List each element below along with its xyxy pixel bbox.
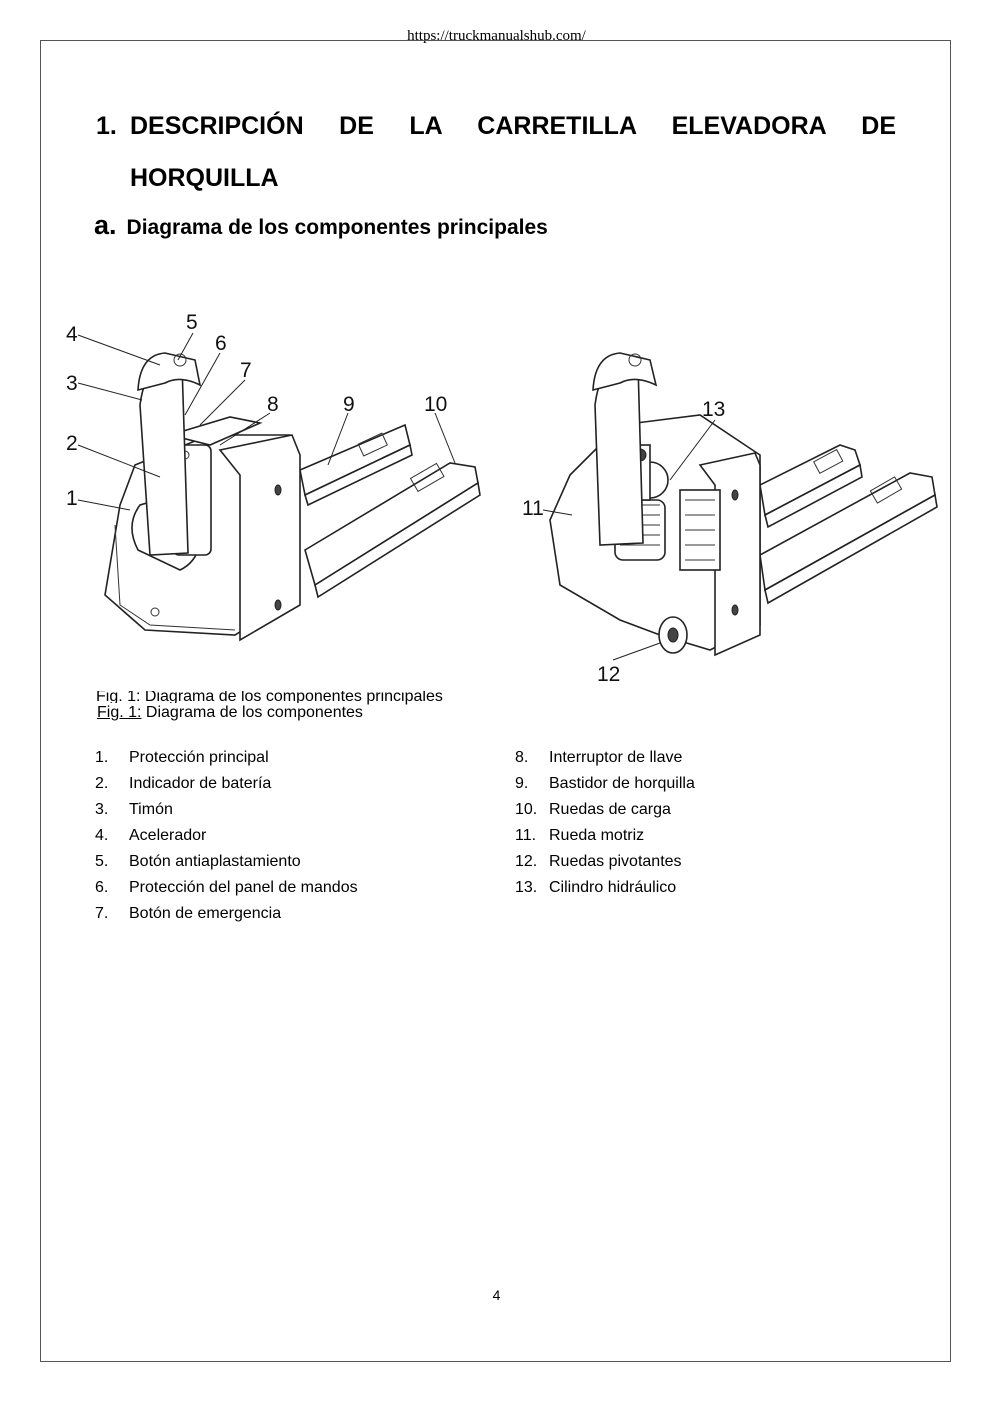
page-number: 4 (492, 1287, 501, 1303)
label-9: 9 (343, 393, 355, 416)
component-list-left: 1.Protección principal 2.Indicador de ba… (95, 745, 358, 927)
label-3: 3 (66, 372, 78, 395)
figure-caption-overlap: Fig. 1: Diagrama de los componentes prin… (96, 688, 443, 705)
list-item: 3.Timón (95, 801, 173, 818)
component-list-right: 8.Interruptor de llave 9.Bastidor de hor… (515, 745, 695, 901)
list-item: 9.Bastidor de horquilla (515, 775, 695, 792)
label-7: 7 (240, 359, 252, 382)
figure-caption: Fig. 1: Diagrama de los componentes (97, 703, 365, 723)
label-8: 8 (267, 393, 279, 416)
subsection-letter: a. (94, 210, 117, 240)
page-border (40, 40, 951, 1362)
section-number: 1. (96, 112, 117, 140)
figure-caption-text: Diagrama de los componentes (145, 704, 363, 721)
list-item: 11.Rueda motriz (515, 827, 645, 844)
list-item: 7.Botón de emergencia (95, 905, 282, 922)
list-item: 1.Protección principal (95, 749, 269, 766)
figure-number: Fig. 1: (97, 704, 142, 721)
list-item: 6.Protección del panel de mandos (95, 879, 358, 896)
list-item: 8.Interruptor de llave (515, 749, 683, 766)
list-item: 12.Ruedas pivotantes (515, 853, 682, 870)
list-item: 4.Acelerador (95, 827, 207, 844)
list-item: 13.Cilindro hidráulico (515, 879, 677, 896)
component-diagram: 1 2 3 4 5 6 7 8 9 10 (60, 305, 960, 690)
label-6: 6 (215, 332, 227, 355)
list-item: 10.Ruedas de carga (515, 801, 671, 818)
label-1: 1 (66, 487, 78, 510)
list-item: 2.Indicador de batería (95, 775, 272, 792)
label-5: 5 (186, 311, 198, 334)
list-item: 5.Botón antiaplastamiento (95, 853, 301, 870)
label-4: 4 (66, 323, 78, 346)
label-11: 11 (522, 497, 544, 520)
subsection-title: Diagrama de los componentes principales (126, 216, 548, 239)
truck-front-view: 1 2 3 4 5 6 7 8 9 10 (66, 311, 481, 642)
label-13: 13 (702, 398, 725, 421)
label-10: 10 (424, 393, 447, 416)
subsection-heading: a. Diagrama de los componentes principale… (94, 210, 548, 243)
truck-internal-view: 11 12 13 (522, 352, 938, 686)
label-12: 12 (597, 663, 620, 686)
label-2: 2 (66, 432, 78, 455)
section-title: DESCRIPCIÓN DE LA CARRETILLA ELEVADORA D… (130, 112, 896, 192)
